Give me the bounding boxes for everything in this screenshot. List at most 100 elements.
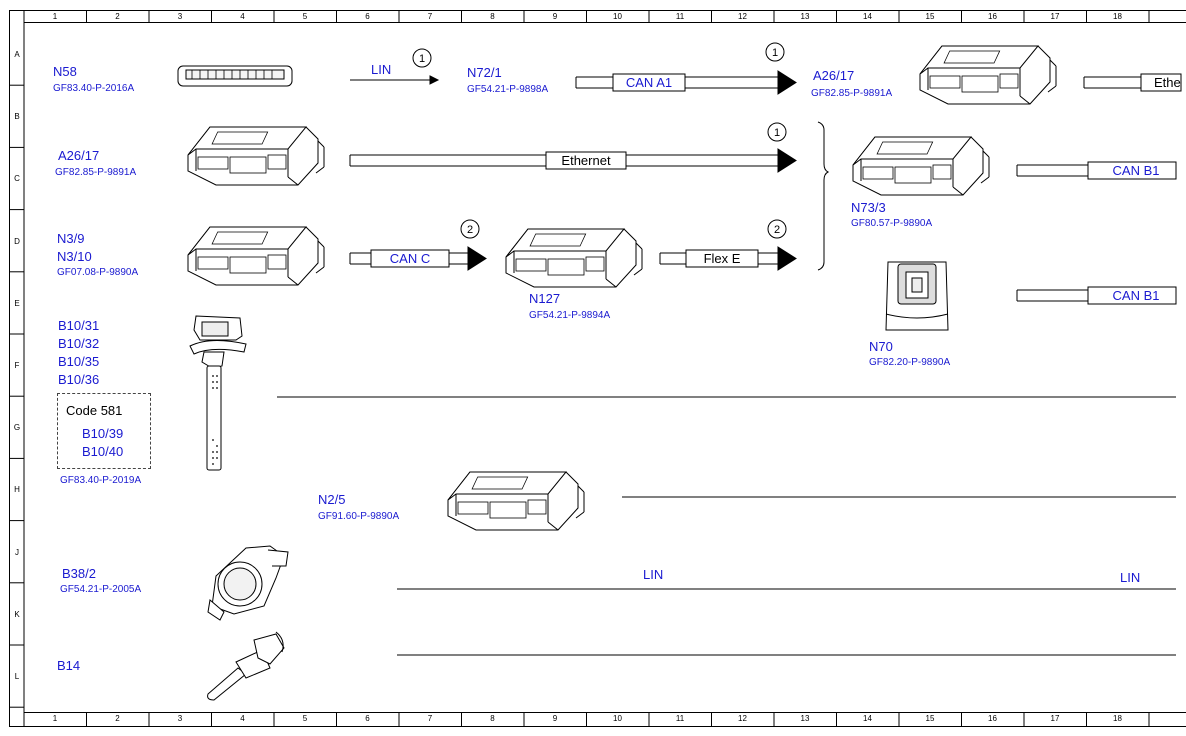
ruler-column-3: 3 xyxy=(177,714,183,723)
n2-5-ref: GF91.60-P-9890A xyxy=(318,511,400,522)
lin-right-label: LIN xyxy=(1120,570,1141,585)
b10-36-name: B10/36 xyxy=(58,372,100,387)
ruler-column-13: 13 xyxy=(800,714,810,723)
a26-17-left-ref: GF82.85-P-9891A xyxy=(55,167,137,178)
marker-2-b: 2 xyxy=(774,224,780,236)
ruler-row-B: B xyxy=(14,112,20,122)
ruler-column-14: 14 xyxy=(863,714,872,723)
ruler-row-A: A xyxy=(14,50,20,59)
ruler-column-5: 5 xyxy=(302,12,308,21)
lin-top-label: LIN xyxy=(371,62,392,77)
ruler-column-4: 4 xyxy=(240,714,245,723)
ruler-row-J: J xyxy=(15,547,19,557)
ruler-column-15: 15 xyxy=(925,12,935,21)
ruler-column-17: 17 xyxy=(1050,12,1060,21)
n70-ref: GF82.20-P-9890A xyxy=(869,357,951,368)
ruler-row-E: E xyxy=(14,298,20,308)
ruler-column-7: 7 xyxy=(427,12,433,21)
a26-17-top-ref: GF82.85-P-9891A xyxy=(811,88,893,99)
b10-39-name: B10/39 xyxy=(82,426,124,441)
ruler-column-12: 12 xyxy=(738,714,747,723)
ruler-column-16: 16 xyxy=(988,714,997,723)
ruler-row-C: C xyxy=(14,174,20,184)
n127-ref: GF54.21-P-9894A xyxy=(529,310,611,321)
n127-ecu-graphic xyxy=(505,228,643,288)
ruler-column-14: 14 xyxy=(863,12,872,21)
can-b1-upper-label: CAN B1 xyxy=(1113,163,1160,178)
n58-connector-graphic xyxy=(177,65,293,87)
code-581-title: Code 581 xyxy=(66,403,123,418)
n72-1-name: N72/1 xyxy=(467,65,502,80)
ruler-column-6: 6 xyxy=(365,714,370,723)
ruler-column-9: 9 xyxy=(552,12,558,21)
ruler-column-8: 8 xyxy=(490,714,495,723)
a26-17-left-name: A26/17 xyxy=(58,148,100,163)
a26-17-top-ecu-graphic xyxy=(919,45,1057,105)
n72-1-ref: GF54.21-P-9898A xyxy=(467,84,549,95)
ruler-column-11: 11 xyxy=(675,714,685,723)
ruler-column-17: 17 xyxy=(1050,714,1060,723)
n3-9-name: N3/9 xyxy=(57,231,85,246)
n73-3-name: N73/3 xyxy=(851,200,886,215)
marker-1-a: 1 xyxy=(419,53,425,65)
ethernet-mid-label: Ethernet xyxy=(561,153,611,168)
b10-sensor-graphic xyxy=(189,315,247,471)
can-a1-label: CAN A1 xyxy=(626,75,672,90)
lin-mid-label: LIN xyxy=(643,567,664,582)
flex-e-label: Flex E xyxy=(704,251,741,266)
ruler-column-7: 7 xyxy=(427,714,433,723)
arrowheads xyxy=(429,70,797,271)
b10-40-name: B10/40 xyxy=(82,444,124,459)
ruler-column-11: 11 xyxy=(675,12,685,21)
n70-name: N70 xyxy=(869,339,893,354)
ruler-column-1: 1 xyxy=(52,12,58,21)
ruler-column-6: 6 xyxy=(365,12,370,21)
b38-2-ref: GF54.21-P-2005A xyxy=(60,584,142,595)
marker-circles xyxy=(412,42,787,239)
ruler-column-15: 15 xyxy=(925,714,935,723)
ruler-column-1: 1 xyxy=(52,714,58,723)
can-b1-lower-label: CAN B1 xyxy=(1113,288,1160,303)
marker-1-c: 1 xyxy=(774,127,780,139)
n3-ref: GF07.08-P-9890A xyxy=(57,267,139,278)
b10-35-name: B10/35 xyxy=(58,354,100,369)
ruler-row-D: D xyxy=(14,236,20,246)
b10-32-name: B10/32 xyxy=(58,336,100,351)
ruler-column-2: 2 xyxy=(115,714,120,723)
n58-name: N58 xyxy=(53,64,77,79)
ruler-row-K: K xyxy=(14,609,20,619)
b14-sensor-graphic xyxy=(207,631,285,701)
ruler-column-4: 4 xyxy=(240,12,245,21)
ruler-column-13: 13 xyxy=(800,12,810,21)
n127-name: N127 xyxy=(529,291,561,306)
ruler-row-H: H xyxy=(14,485,20,495)
ruler-column-3: 3 xyxy=(177,12,183,21)
a26-17-left-ecu-graphic xyxy=(187,126,325,186)
n73-3-ecu-graphic xyxy=(852,136,990,196)
n70-unit-graphic xyxy=(885,261,949,331)
marker-1-b: 1 xyxy=(772,47,778,59)
ruler-column-12: 12 xyxy=(738,12,747,21)
ruler-column-9: 9 xyxy=(552,714,558,723)
ruler-column-18: 18 xyxy=(1113,714,1122,723)
n2-5-name: N2/5 xyxy=(318,492,346,507)
ruler-row-L: L xyxy=(14,672,20,681)
b38-2-sensor-graphic xyxy=(207,545,289,621)
n3-10-name: N3/10 xyxy=(57,249,92,264)
code-581-box xyxy=(57,393,151,469)
ruler-column-2: 2 xyxy=(115,12,120,21)
ethernet-top-right-label: Ethe xyxy=(1154,75,1181,90)
ruler-column-10: 10 xyxy=(613,714,622,723)
ruler-column-18: 18 xyxy=(1113,12,1122,21)
ruler-column-10: 10 xyxy=(613,12,622,21)
marker-2-a: 2 xyxy=(467,224,473,236)
b38-2-name: B38/2 xyxy=(62,566,96,581)
bus-label-boxes xyxy=(370,73,1182,305)
ruler-column-16: 16 xyxy=(988,12,997,21)
b14-name: B14 xyxy=(57,658,81,673)
ruler-column-8: 8 xyxy=(490,12,495,21)
ruler-column-5: 5 xyxy=(302,714,308,723)
ruler-row-G: G xyxy=(13,423,21,433)
b10-ref: GF83.40-P-2019A xyxy=(60,475,142,486)
